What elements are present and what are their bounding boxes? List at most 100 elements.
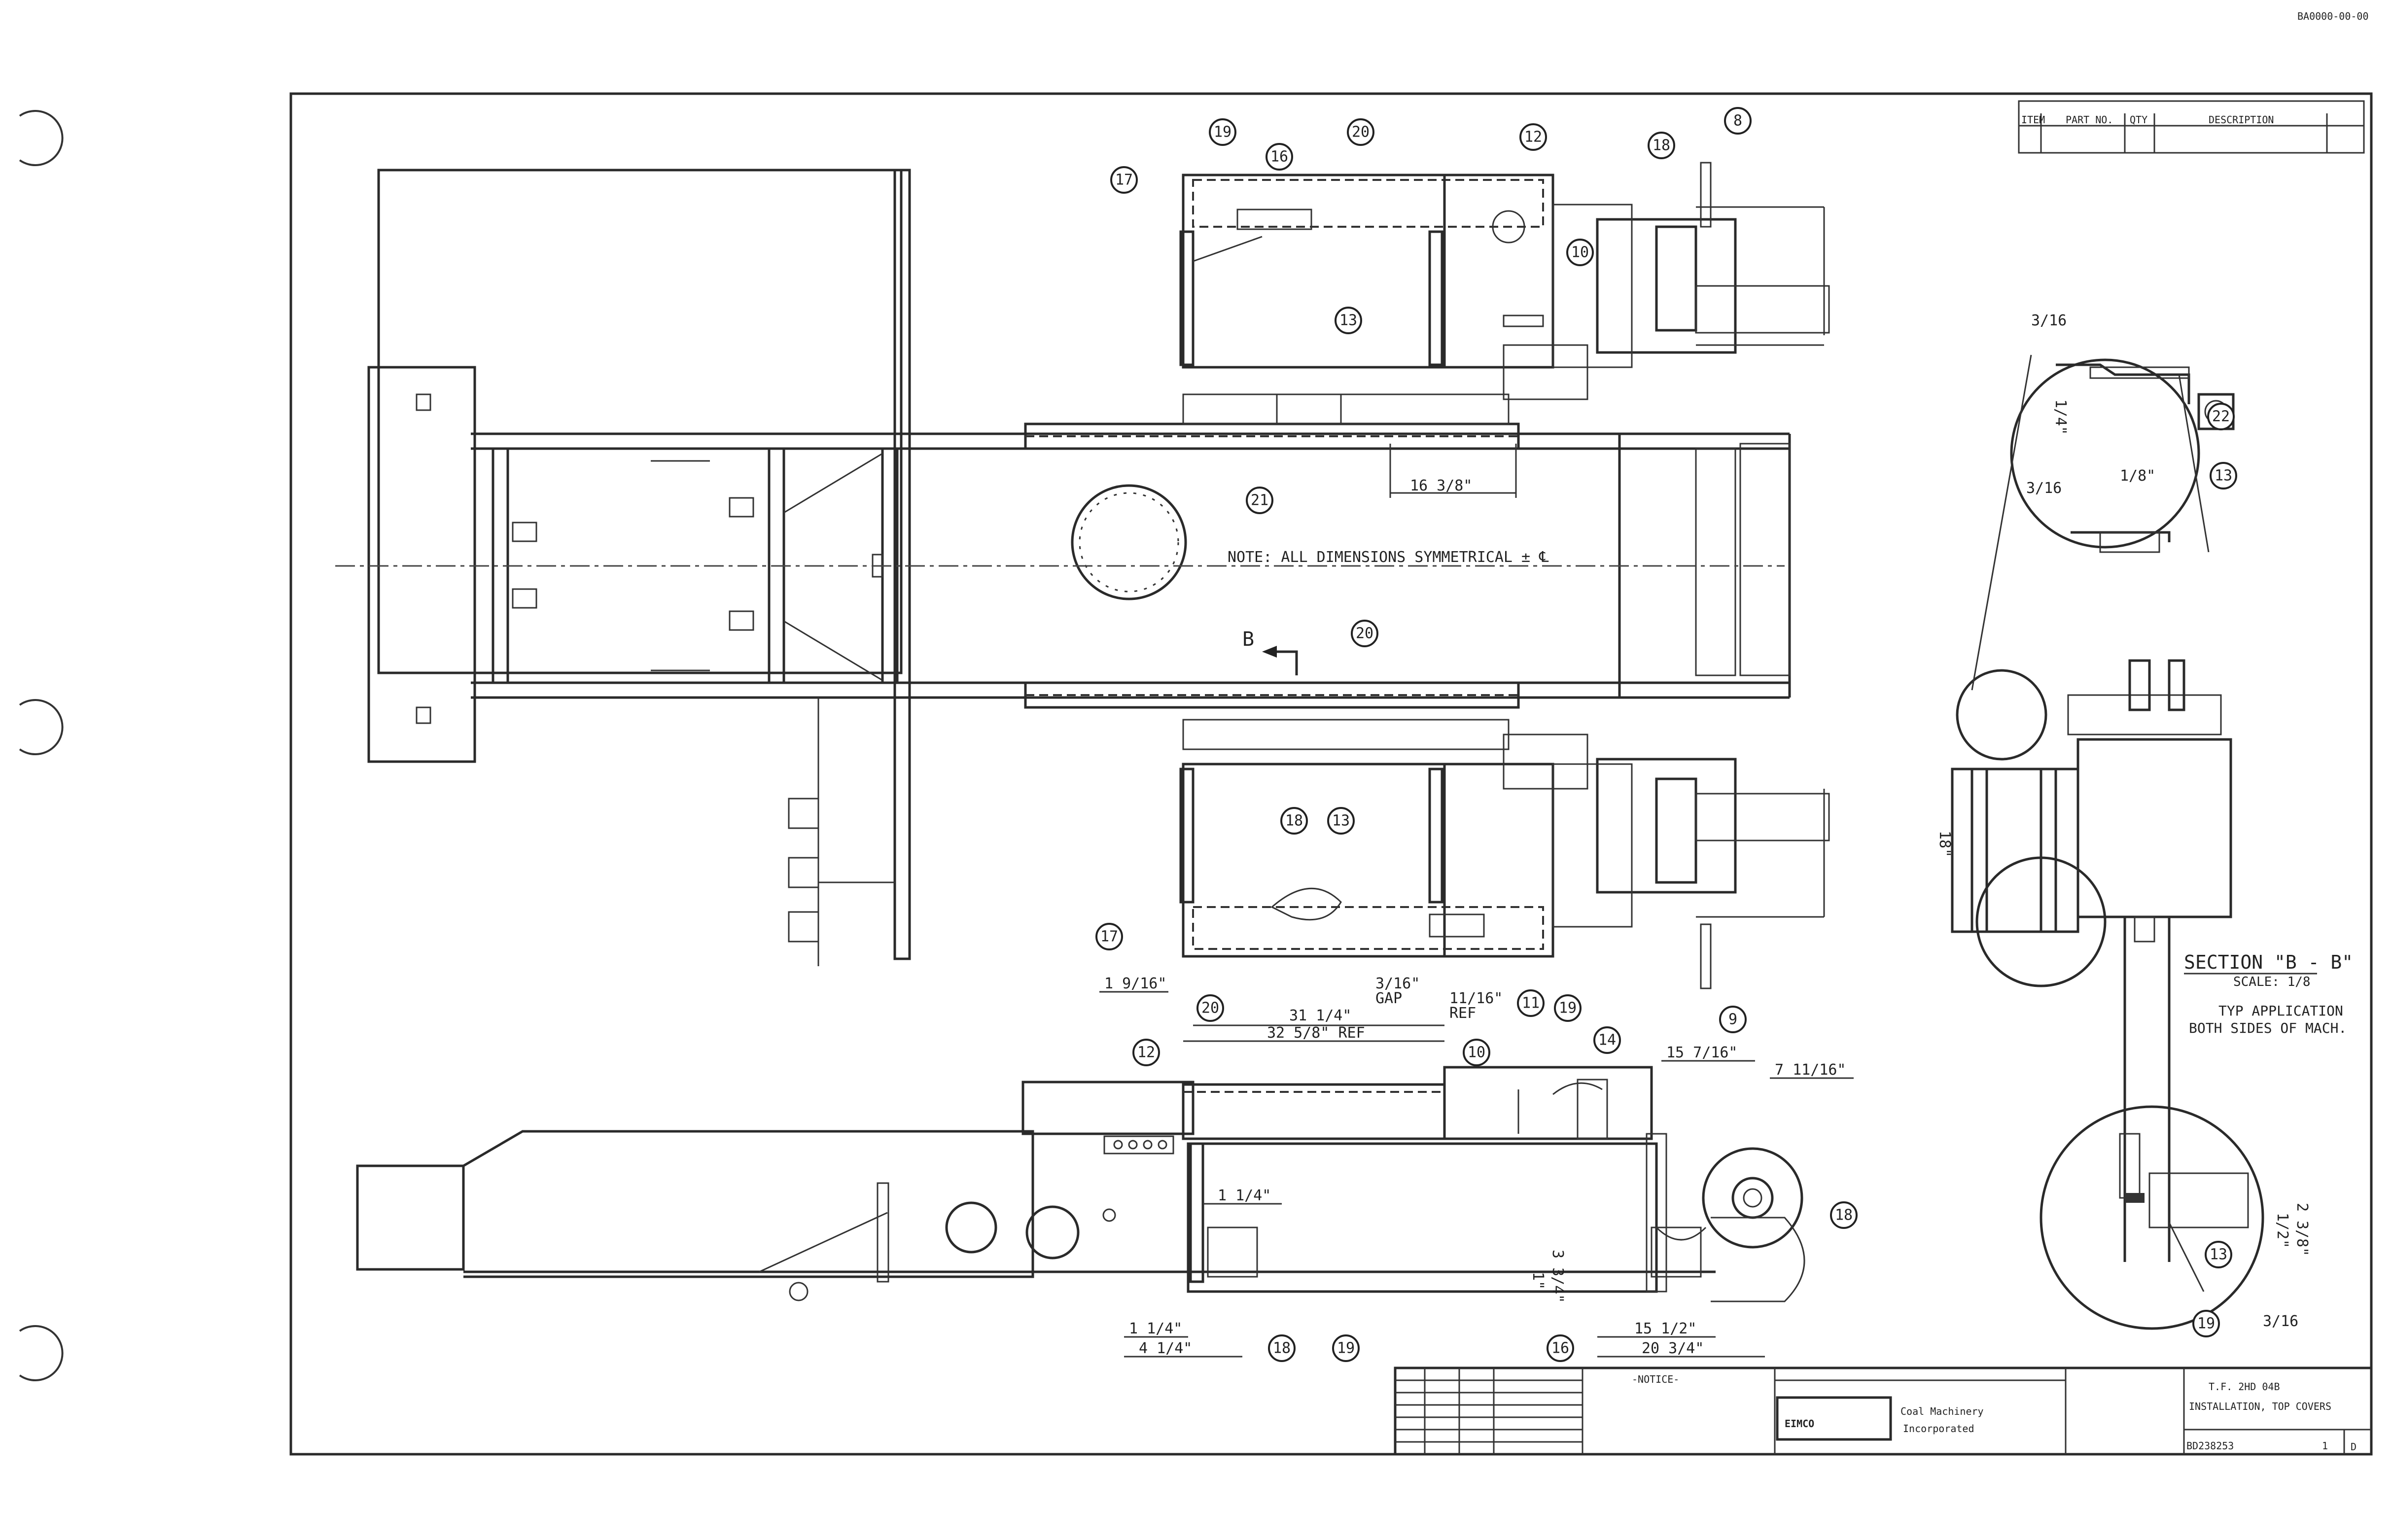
- dimensions: 16 3/8" 1 9/16" 3/16" GAP 11/16" REF 31 …: [1099, 312, 2311, 1358]
- balloon-19d: 19: [2192, 1310, 2220, 1337]
- balloon-20b: 20: [1351, 620, 1378, 647]
- svg-text:11: 11: [1522, 995, 1540, 1012]
- dtl-18: 18": [1936, 831, 1953, 857]
- svg-text:16: 16: [1551, 1340, 1569, 1357]
- balloon-17: 17: [1110, 166, 1138, 194]
- section-note-line1: TYP APPLICATION: [2218, 1003, 2343, 1019]
- svg-text:17: 17: [1100, 928, 1118, 945]
- balloon-16b: 16: [1547, 1334, 1574, 1362]
- balloon-14: 14: [1593, 1026, 1621, 1054]
- balloon-19c: 19: [1332, 1334, 1360, 1362]
- dim-1-9-16: 1 9/16": [1104, 975, 1166, 992]
- dim-gap-3-16: 3/16": [1375, 975, 1420, 992]
- svg-text:18: 18: [1835, 1207, 1853, 1224]
- balloon-13b: 13: [1327, 807, 1355, 835]
- lower-cover-assembly: [1179, 719, 1830, 989]
- svg-text:22: 22: [2212, 408, 2230, 425]
- dtl-1-2: 1/2": [2274, 1213, 2291, 1248]
- svg-text:20: 20: [1201, 1000, 1219, 1017]
- section-arrow-label-top: B: [1242, 628, 1254, 651]
- centerline-note: NOTE: ALL DIMENSIONS SYMMETRICAL ± ℄: [1228, 549, 1549, 566]
- svg-text:13: 13: [1332, 812, 1350, 830]
- balloon-10: 10: [1566, 239, 1594, 266]
- balloon-18: 18: [1648, 132, 1675, 159]
- title-line1: T.F. 2HD 04B: [2209, 1381, 2280, 1393]
- item-balloons: 8 12 20 19 16 17 18 10 13 21 20 13 18 17…: [1095, 107, 2237, 1362]
- balloon-13c: 13: [2210, 462, 2237, 490]
- dim-3-3-4: 3 3/4": [1549, 1250, 1566, 1303]
- dtl-2-3-8: 2 3/8": [2293, 1203, 2311, 1256]
- dim-7-11-16: 7 11/16": [1775, 1061, 1846, 1079]
- revision-letter: D: [2351, 1441, 2357, 1453]
- binder-hole-top: [19, 110, 64, 166]
- company-name-line1: Coal Machinery: [1900, 1405, 1984, 1417]
- detail-circle-bottom: [2040, 1105, 2264, 1330]
- svg-text:18: 18: [1653, 137, 1670, 154]
- balloon-13d: 13: [2205, 1241, 2232, 1268]
- binder-hole-bottom: [19, 1325, 64, 1381]
- svg-text:18: 18: [1285, 812, 1303, 830]
- svg-text:10: 10: [1468, 1044, 1485, 1061]
- balloon-19b: 19: [1554, 994, 1582, 1022]
- rear-body-post: [893, 169, 911, 960]
- svg-text:18: 18: [1273, 1340, 1291, 1357]
- sheet-number: 1: [2322, 1440, 2328, 1452]
- dim-20-3-4: 20 3/4": [1642, 1340, 1704, 1357]
- balloon-10b: 10: [1463, 1039, 1490, 1066]
- parts-header-item: ITEM: [2021, 114, 2045, 126]
- dtl-1-4: 1/4": [2052, 399, 2069, 435]
- front-wheel: [1702, 1147, 1803, 1249]
- parts-header-desc: DESCRIPTION: [2209, 114, 2274, 126]
- parts-header-part: PART NO.: [2066, 114, 2113, 126]
- binder-hole-middle: [19, 699, 64, 755]
- svg-text:19: 19: [1337, 1340, 1355, 1357]
- balloon-18b: 18: [1280, 807, 1308, 835]
- dim-15-1-2: 15 1/2": [1634, 1320, 1696, 1337]
- svg-text:20: 20: [1352, 124, 1370, 141]
- balloon-21: 21: [1246, 487, 1273, 514]
- balloon-18c: 18: [1830, 1201, 1858, 1229]
- rear-body-outline: [377, 169, 903, 674]
- company-logo-box: [1776, 1396, 1892, 1441]
- company-logo: EIMCO: [1785, 1418, 1814, 1430]
- sheet-ref: BA0000-00-00: [2297, 10, 2369, 22]
- balloon-20: 20: [1347, 118, 1374, 146]
- balloon-18d: 18: [1268, 1334, 1296, 1362]
- section-note-line2: BOTH SIDES OF MACH.: [2189, 1020, 2347, 1036]
- svg-text:17: 17: [1115, 172, 1133, 189]
- balloon-12: 12: [1519, 123, 1547, 151]
- dtl-3-16-top: 3/16: [2031, 312, 2067, 329]
- detail-circle-top: [2010, 358, 2200, 549]
- turntable-ring: [1071, 484, 1187, 600]
- balloon-22: 22: [2207, 403, 2235, 430]
- svg-text:19: 19: [1214, 124, 1231, 141]
- rear-bumper: [367, 366, 476, 763]
- section-b-b-details: SECTION "B - B" SCALE: 1/8 TYP APPLICATI…: [1951, 354, 2353, 1330]
- revision-grid: [1395, 1368, 1583, 1454]
- dtl-3-16-bot: 3/16: [2263, 1313, 2298, 1330]
- drawing-number: BD238253: [2186, 1440, 2234, 1452]
- svg-text:19: 19: [1559, 1000, 1577, 1017]
- dim-31-1-4: 31 1/4": [1289, 1007, 1351, 1024]
- section-title: SECTION "B - B": [2184, 951, 2353, 973]
- dim-16-3-8: 16 3/8": [1410, 477, 1472, 494]
- svg-text:14: 14: [1598, 1032, 1616, 1049]
- top-view-frame: NOTE: ALL DIMENSIONS SYMMETRICAL ± ℄ B: [335, 169, 1791, 966]
- svg-text:19: 19: [2197, 1315, 2215, 1332]
- balloon-19: 19: [1209, 118, 1236, 146]
- dim-1-1-4-b: 1 1/4": [1129, 1320, 1182, 1337]
- balloon-20c: 20: [1196, 994, 1224, 1022]
- parts-list: ITEM PART NO. QTY DESCRIPTION: [2018, 100, 2365, 154]
- dim-11-16: 11/16": [1449, 990, 1503, 1007]
- side-elevation: [356, 1066, 1805, 1302]
- dim-ref-word: REF: [1449, 1005, 1476, 1022]
- title-line2: INSTALLATION, TOP COVERS: [2189, 1400, 2331, 1412]
- balloon-12b: 12: [1132, 1039, 1160, 1066]
- svg-text:12: 12: [1524, 129, 1542, 146]
- section-scale: SCALE: 1/8: [2233, 975, 2311, 989]
- svg-text:9: 9: [1728, 1011, 1737, 1028]
- parts-header-qty: QTY: [2130, 114, 2147, 126]
- dim-4-1-4: 4 1/4": [1139, 1340, 1192, 1357]
- title-block: -NOTICE- EIMCO Coal Machinery Incorporat…: [1394, 1366, 2373, 1456]
